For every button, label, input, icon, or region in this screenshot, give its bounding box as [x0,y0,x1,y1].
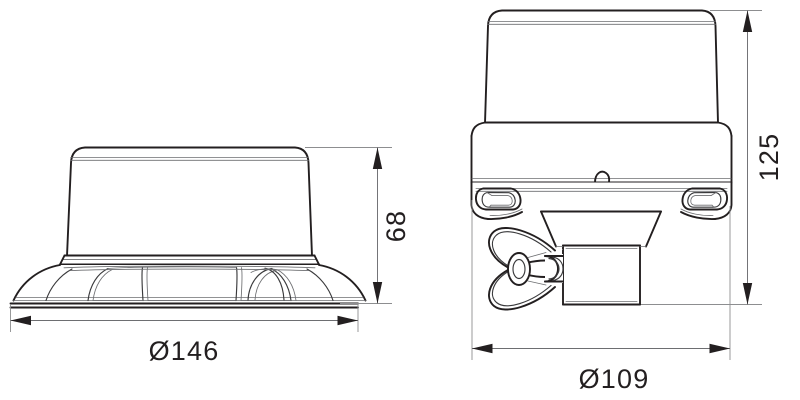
front-view: 125 Ø109 [470,9,784,394]
lens-dome-front [484,9,719,124]
body-housing-front [470,121,733,186]
dim-arrow-left [472,343,493,354]
bracket-clip-left [475,187,522,211]
dim-label-diameter-109: Ø109 [579,364,650,394]
dim-diameter-146: Ø146 [10,304,359,366]
dim-arrow-top [372,147,383,169]
side-view: Ø146 68 [9,146,411,366]
center-bump-icon [594,170,611,184]
bracket-clip-right [681,187,728,211]
bracket-skirt-front [470,181,733,220]
base-flange-side [9,264,367,309]
dim-arrow-right [709,343,730,354]
dim-diameter-109: Ø109 [471,200,731,394]
mounting-post-front [540,210,662,306]
lens-dome-side [66,146,313,257]
dim-label-height-125: 125 [754,133,784,182]
dim-arrow-right [337,315,358,326]
dim-arrow-bottom [372,282,383,304]
dim-arrow-left [10,315,31,326]
dim-height-68: 68 [305,147,411,304]
wing-nut-front [485,227,564,311]
dim-label-diameter-146: Ø146 [149,336,220,366]
dim-arrow-bottom [742,283,753,305]
collar-side [59,254,320,266]
dim-label-height-68: 68 [381,210,411,242]
dim-arrow-top [742,10,753,32]
base-ribs-side [45,265,334,302]
dim-height-125: 125 [641,10,784,305]
